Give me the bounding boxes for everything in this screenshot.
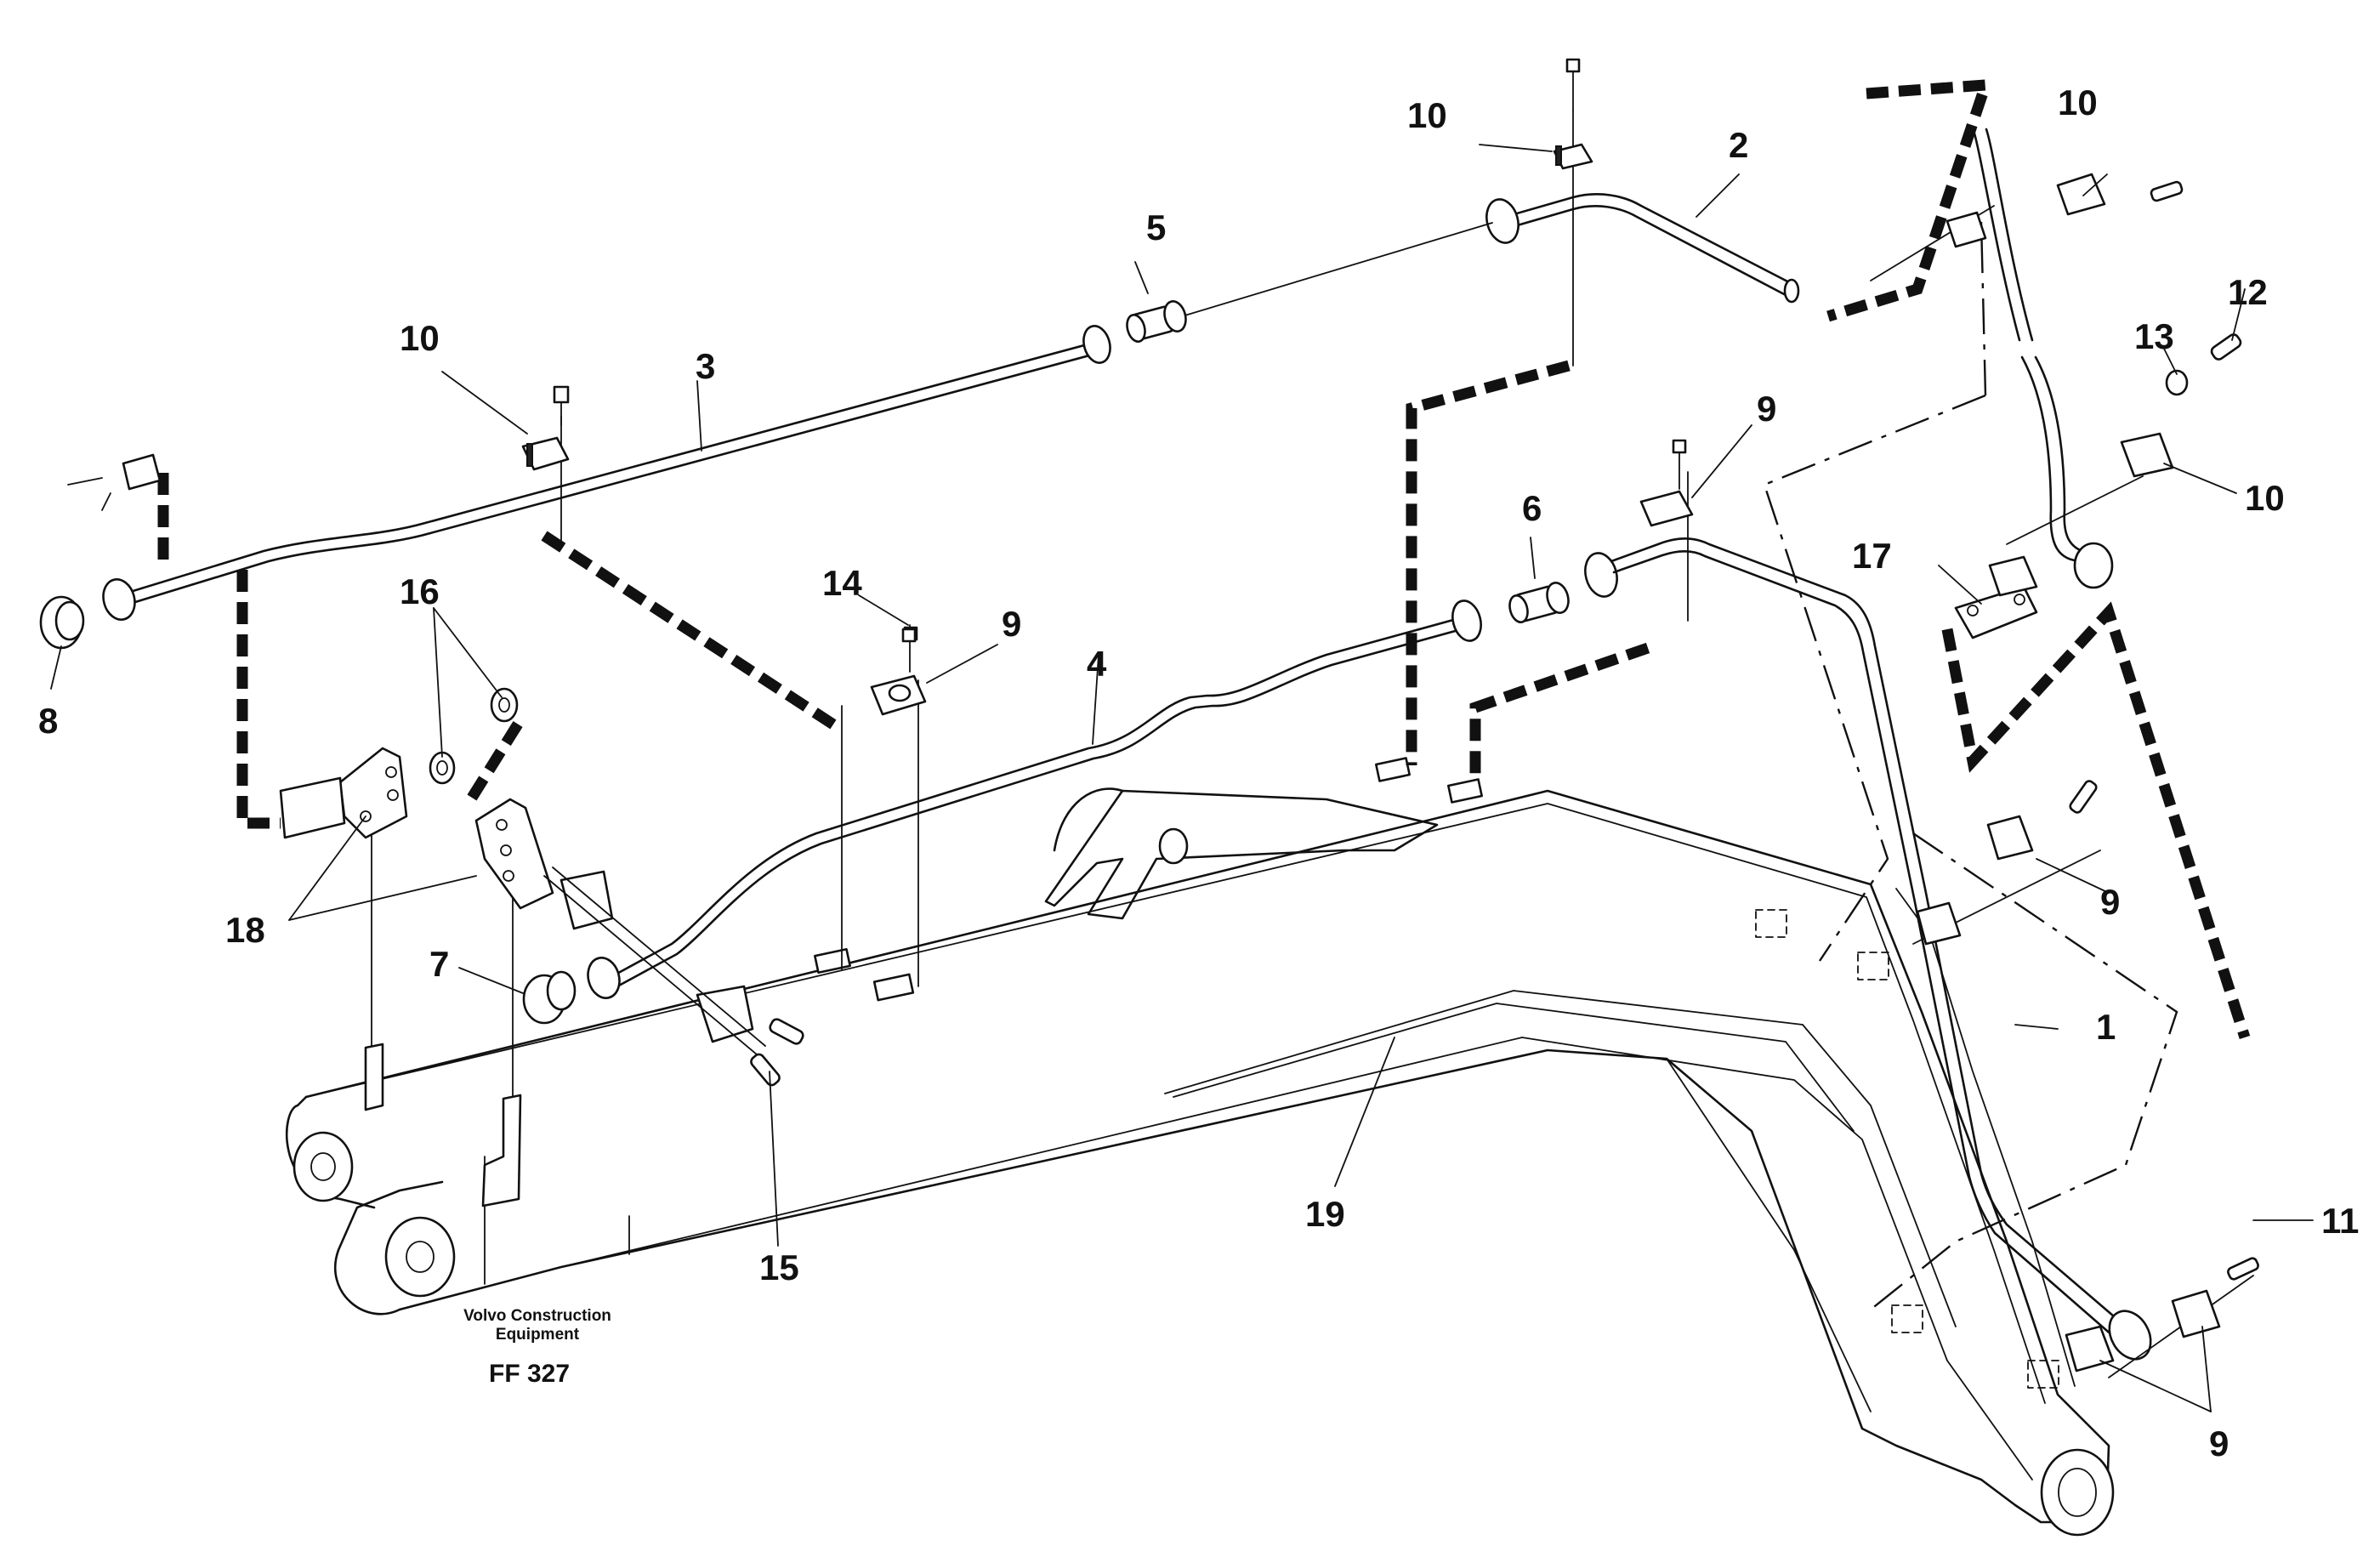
boom-outline	[285, 757, 2115, 1537]
label-4: 4	[1087, 644, 1107, 684]
label-9-top: 9	[1757, 389, 1776, 429]
reference-dash-lines	[157, 78, 2251, 1039]
label-10-top-right: 10	[2058, 82, 2098, 122]
label-3: 3	[696, 346, 715, 386]
figure-code: FF 327	[489, 1360, 570, 1388]
label-8: 8	[38, 701, 58, 741]
label-13: 13	[2134, 316, 2174, 356]
clamp-left-top	[67, 453, 162, 511]
label-14: 14	[822, 563, 862, 603]
label-19: 19	[1305, 1194, 1345, 1234]
label-5: 5	[1146, 207, 1166, 247]
label-7: 7	[429, 944, 449, 984]
connector-line-5-2	[1181, 222, 1493, 317]
label-2: 2	[1729, 125, 1748, 165]
clamp-10-top	[1553, 58, 1593, 170]
caption-line-1: Volvo Construction	[463, 1307, 611, 1325]
end-cap-8	[39, 578, 136, 650]
clamp-9-top	[1639, 439, 1694, 527]
label-10-top: 10	[1407, 95, 1447, 135]
bolt-12-washer-13	[2165, 333, 2242, 396]
label-11: 11	[2321, 1201, 2359, 1241]
reference-dashdot-lines	[1763, 220, 2178, 1310]
pipe-4	[611, 600, 1482, 988]
pipe-3	[117, 325, 1111, 607]
label-9-bottom: 9	[2209, 1423, 2229, 1463]
bracket-plates-18	[279, 747, 554, 1208]
label-16: 16	[400, 571, 440, 611]
label-15: 15	[759, 1247, 799, 1287]
clamp-10-left	[521, 385, 570, 471]
pipe-1	[1584, 537, 2152, 1361]
clamps-9-right	[1916, 780, 2259, 1372]
caption-block: Volvo Construction Equipment FF 327	[463, 1307, 611, 1388]
clamp-9-mid	[870, 624, 927, 716]
clamp-10-top-right	[1945, 173, 2184, 248]
clamp-10-right	[2120, 432, 2174, 478]
plate-17	[1954, 555, 2038, 639]
bolt-14	[901, 628, 917, 643]
caption-line-2: Equipment	[496, 1326, 580, 1344]
label-6: 6	[1522, 488, 1542, 528]
label-9-right: 9	[2100, 882, 2120, 922]
pipe-2	[1485, 193, 1800, 304]
adapter-5	[1126, 300, 1187, 343]
label-9-mid: 9	[1002, 604, 1021, 644]
end-cap-7	[522, 957, 621, 1025]
label-10-right: 10	[2245, 478, 2285, 518]
label-10-left: 10	[400, 318, 440, 358]
label-12: 12	[2228, 272, 2268, 312]
label-1: 1	[2096, 1007, 2116, 1047]
part-labels: 1 2 3 4 5 6 7 8 9 9 9 9 10 10 10 10 11 1…	[38, 82, 2359, 1463]
leader-lines	[50, 144, 2314, 1412]
clamp-15-block	[543, 867, 804, 1087]
adapter-6	[1508, 582, 1570, 623]
label-17: 17	[1852, 536, 1892, 576]
pipe-right-vertical	[1971, 126, 2114, 589]
label-18: 18	[225, 910, 265, 950]
